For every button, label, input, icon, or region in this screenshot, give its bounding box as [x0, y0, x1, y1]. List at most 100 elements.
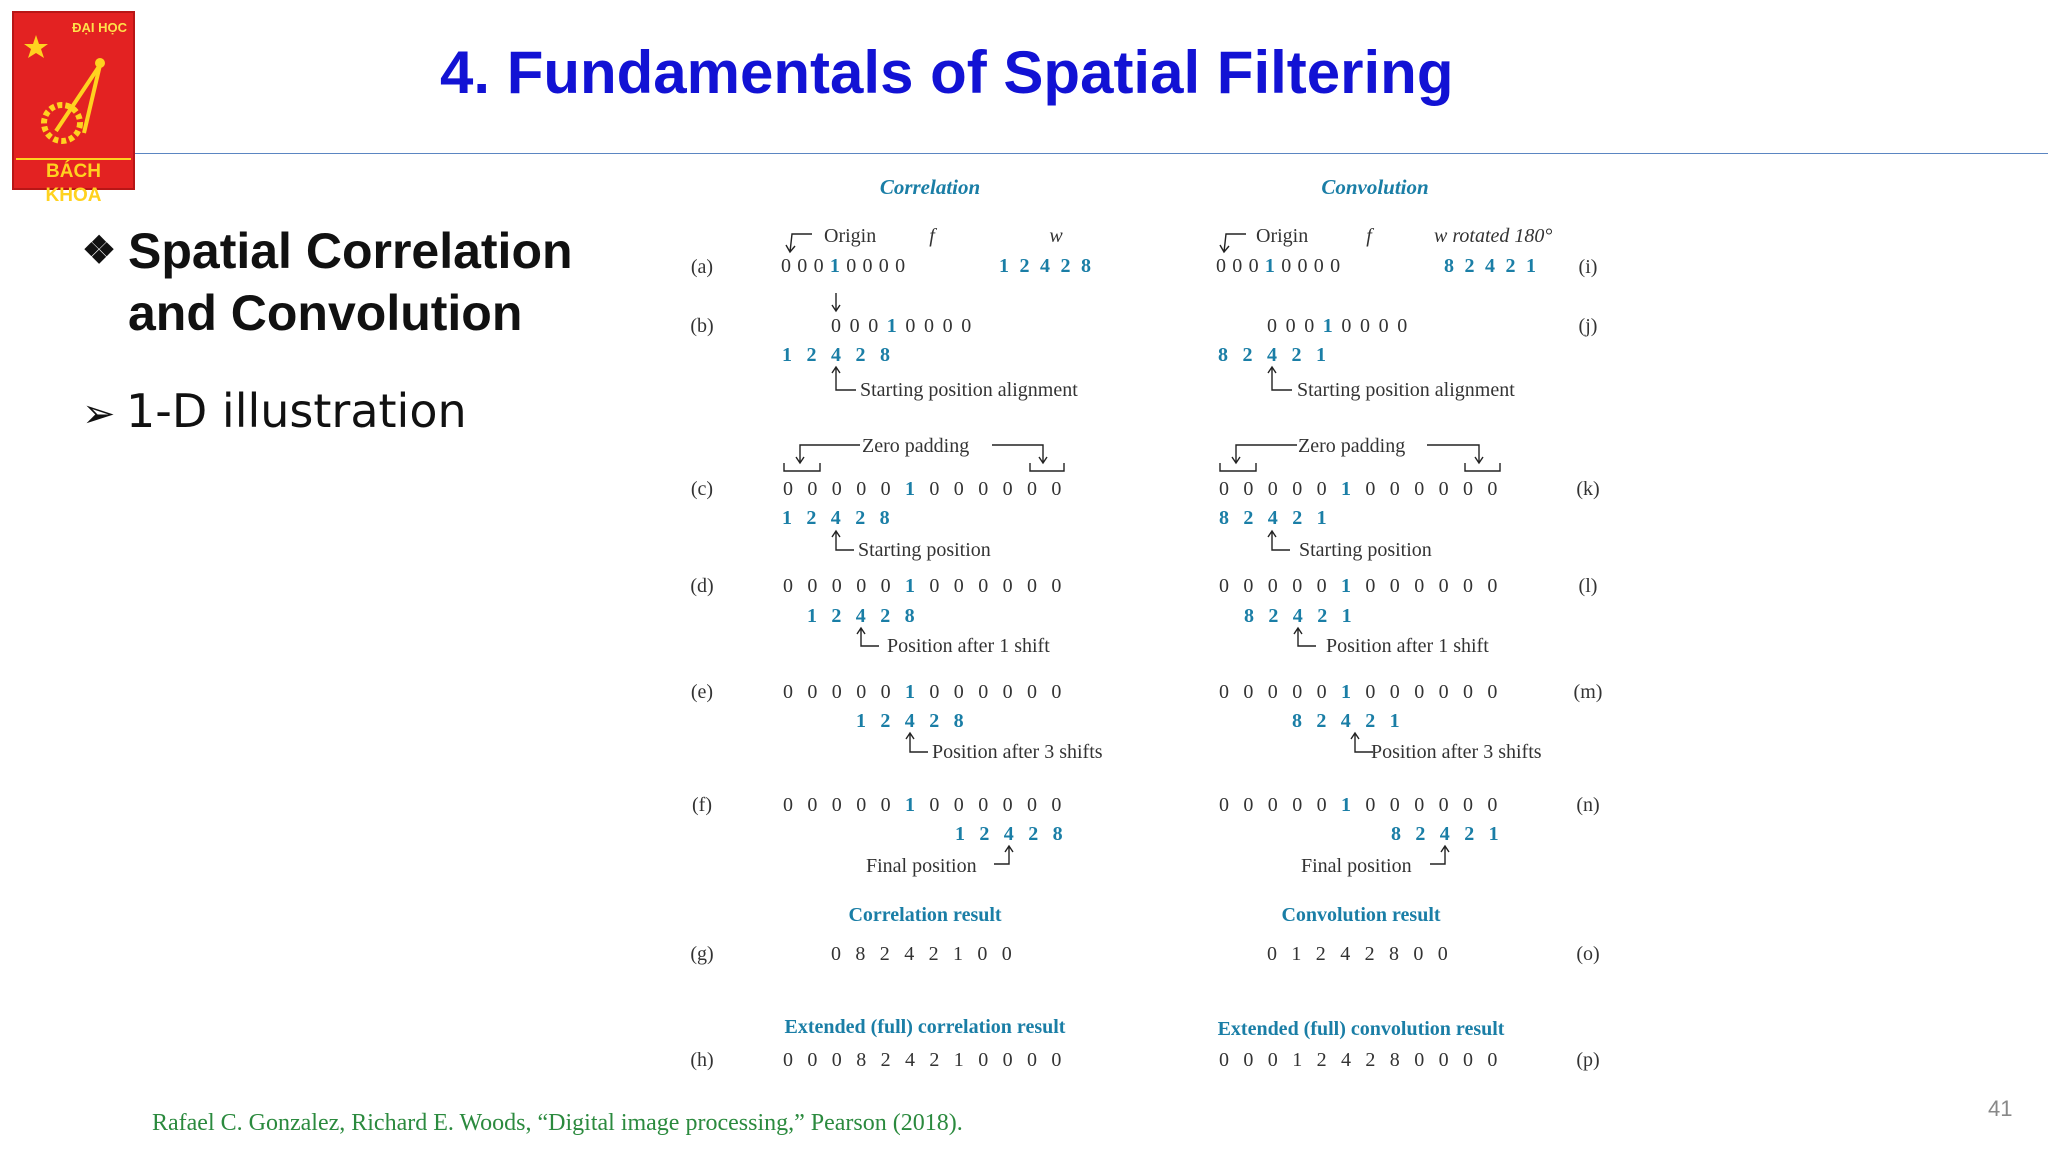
f-w-4: 8	[1053, 823, 1063, 845]
o-res-2: 2	[1316, 943, 1326, 965]
n-f-2: 0	[1268, 794, 1278, 816]
b-f-6: 0	[943, 315, 953, 337]
g-res-0: 0	[831, 943, 841, 965]
a-w-3: 2	[1061, 255, 1071, 277]
l-w-4: 1	[1342, 605, 1352, 627]
c-f-4: 0	[881, 478, 891, 500]
c-f-8: 0	[978, 478, 988, 500]
e-w-4: 8	[954, 710, 964, 732]
origin-label-conv: Origin	[1256, 225, 1308, 247]
l-w-1: 2	[1268, 605, 1278, 627]
g-res-3: 4	[904, 943, 914, 965]
i-w-3: 2	[1506, 255, 1516, 277]
m-w-4: 1	[1390, 710, 1400, 732]
i-f-4: 0	[1281, 255, 1291, 277]
k-f-0: 0	[1219, 478, 1229, 500]
row-label-left-1: (b)	[690, 315, 713, 337]
d-w-1: 2	[831, 605, 841, 627]
p-res-4: 2	[1317, 1049, 1327, 1071]
o-res-4: 2	[1365, 943, 1375, 965]
n-f-3: 0	[1292, 794, 1302, 816]
f-w-0: 1	[955, 823, 965, 845]
row-label-left-4: (e)	[691, 681, 713, 703]
o-res-0: 0	[1267, 943, 1277, 965]
d-f-8: 0	[978, 575, 988, 597]
corr-result-title: Correlation result	[848, 904, 1001, 926]
row-label-right-3: (l)	[1579, 575, 1598, 597]
e-f-1: 0	[807, 681, 817, 703]
m-f-5: 1	[1341, 681, 1351, 703]
h-res-4: 2	[881, 1049, 891, 1071]
d-w-3: 2	[880, 605, 890, 627]
h-res-0: 0	[783, 1049, 793, 1071]
final-pos-conv: Final position	[1301, 855, 1412, 877]
k-w-3: 2	[1292, 507, 1302, 529]
b-f-0: 0	[831, 315, 841, 337]
j-f-3: 1	[1323, 315, 1333, 337]
a-w-2: 4	[1040, 255, 1050, 277]
row-label-left-5: (f)	[692, 794, 712, 816]
row-label-right-4: (m)	[1574, 681, 1603, 703]
c-f-2: 0	[832, 478, 842, 500]
c-f-9: 0	[1003, 478, 1013, 500]
m-f-3: 0	[1292, 681, 1302, 703]
row-label-left-2: (c)	[691, 478, 713, 500]
zero-pad-conv: Zero padding	[1298, 435, 1405, 457]
d-w-0: 1	[807, 605, 817, 627]
f-f-2: 0	[832, 794, 842, 816]
page-number: 41	[1988, 1096, 2013, 1121]
f-label-corr: f	[929, 225, 937, 247]
logo-emblem-icon	[24, 35, 105, 144]
m-f-0: 0	[1219, 681, 1229, 703]
a-f-4: 0	[846, 255, 856, 277]
j-w-1: 2	[1243, 344, 1253, 366]
l-f-3: 0	[1292, 575, 1302, 597]
j-w-2: 4	[1267, 344, 1277, 366]
d-f-10: 0	[1027, 575, 1037, 597]
f-f-4: 0	[881, 794, 891, 816]
p-res-7: 8	[1390, 1049, 1400, 1071]
p-res-10: 0	[1463, 1049, 1473, 1071]
i-f-1: 0	[1232, 255, 1242, 277]
j-f-4: 0	[1341, 315, 1351, 337]
p-res-9: 0	[1439, 1049, 1449, 1071]
conv-result-title: Convolution result	[1281, 904, 1440, 926]
g-res-7: 0	[1002, 943, 1012, 965]
a-f-6: 0	[879, 255, 889, 277]
p-res-8: 0	[1414, 1049, 1424, 1071]
f-f-9: 0	[1003, 794, 1013, 816]
j-f-1: 0	[1286, 315, 1296, 337]
f-w-3: 2	[1028, 823, 1038, 845]
a-w-4: 8	[1081, 255, 1091, 277]
d-f-6: 0	[929, 575, 939, 597]
i-w-1: 2	[1465, 255, 1475, 277]
f-f-10: 0	[1027, 794, 1037, 816]
k-f-1: 0	[1243, 478, 1253, 500]
e-w-0: 1	[856, 710, 866, 732]
c-f-7: 0	[954, 478, 964, 500]
j-f-5: 0	[1360, 315, 1370, 337]
a-f-2: 0	[814, 255, 824, 277]
l-w-2: 4	[1293, 605, 1303, 627]
n-w-4: 1	[1489, 823, 1499, 845]
f-w-2: 4	[1004, 823, 1014, 845]
h-res-2: 0	[832, 1049, 842, 1071]
conv-full-title: Extended (full) convolution result	[1218, 1018, 1505, 1040]
convolution-header: Convolution	[1321, 175, 1428, 199]
k-f-9: 0	[1439, 478, 1449, 500]
i-f-7: 0	[1330, 255, 1340, 277]
g-res-2: 2	[880, 943, 890, 965]
e-w-3: 2	[929, 710, 939, 732]
n-f-4: 0	[1317, 794, 1327, 816]
zero-pad-corr: Zero padding	[862, 435, 969, 457]
m-f-7: 0	[1390, 681, 1400, 703]
k-f-11: 0	[1487, 478, 1497, 500]
o-res-6: 0	[1413, 943, 1423, 965]
after1-conv: Position after 1 shift	[1326, 635, 1489, 657]
e-f-0: 0	[783, 681, 793, 703]
n-f-11: 0	[1487, 794, 1497, 816]
d-f-5: 1	[905, 575, 915, 597]
start-align-conv: Starting position alignment	[1297, 379, 1515, 401]
e-f-10: 0	[1027, 681, 1037, 703]
